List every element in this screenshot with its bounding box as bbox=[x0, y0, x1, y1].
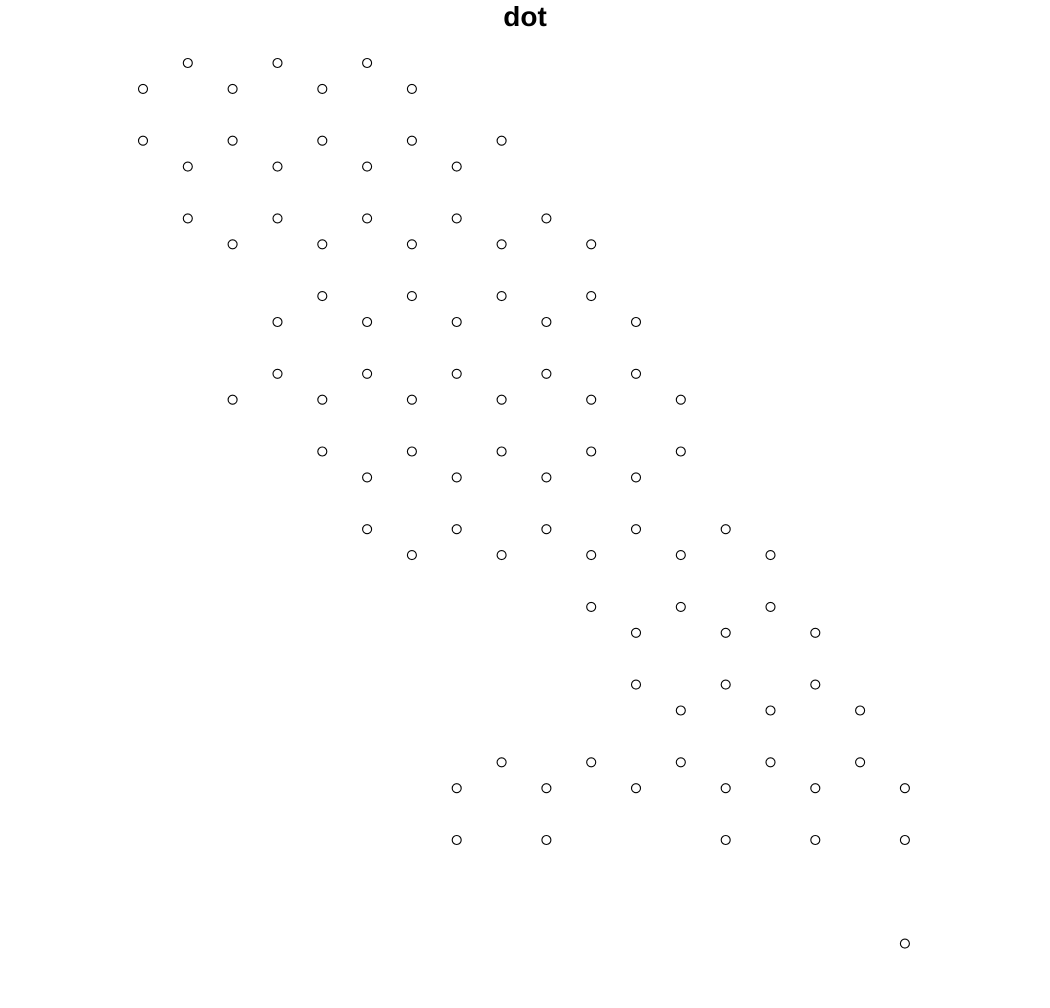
data-point bbox=[675, 394, 686, 405]
data-point bbox=[630, 783, 642, 794]
data-point bbox=[406, 239, 417, 250]
data-point bbox=[227, 239, 238, 250]
data-point bbox=[630, 679, 642, 690]
data-point bbox=[362, 316, 373, 328]
data-point bbox=[630, 627, 642, 638]
data-point bbox=[586, 757, 597, 768]
data-point bbox=[137, 135, 149, 146]
data-point bbox=[272, 213, 283, 224]
data-point bbox=[227, 394, 238, 405]
data-point bbox=[630, 316, 642, 328]
data-point bbox=[675, 705, 686, 716]
data-point bbox=[720, 627, 731, 638]
data-point bbox=[362, 161, 373, 172]
data-point bbox=[630, 368, 642, 379]
data-point bbox=[586, 291, 597, 302]
data-point bbox=[406, 135, 417, 146]
data-point bbox=[182, 57, 193, 69]
data-point bbox=[496, 757, 507, 768]
data-point bbox=[227, 83, 238, 94]
data-point bbox=[451, 161, 462, 172]
data-point bbox=[182, 161, 193, 172]
data-point bbox=[541, 472, 552, 483]
data-point bbox=[541, 316, 552, 328]
data-point bbox=[362, 472, 373, 483]
data-point bbox=[406, 291, 417, 302]
data-point bbox=[137, 83, 149, 94]
data-point bbox=[765, 601, 776, 612]
data-point bbox=[317, 291, 328, 302]
data-point bbox=[496, 550, 507, 561]
data-point bbox=[451, 213, 462, 224]
data-point bbox=[541, 524, 552, 535]
data-point bbox=[272, 161, 283, 172]
data-point bbox=[317, 135, 328, 146]
data-point bbox=[855, 705, 866, 716]
data-point bbox=[899, 938, 910, 949]
data-point bbox=[720, 783, 731, 794]
data-point bbox=[406, 446, 417, 457]
data-point bbox=[675, 550, 686, 561]
data-point bbox=[765, 757, 776, 768]
data-point bbox=[362, 368, 373, 379]
data-point bbox=[406, 83, 417, 94]
data-point bbox=[272, 316, 283, 328]
data-point bbox=[451, 472, 462, 483]
data-point bbox=[182, 213, 193, 224]
data-point bbox=[362, 524, 373, 535]
data-point bbox=[406, 550, 417, 561]
data-point bbox=[586, 239, 597, 250]
data-point bbox=[720, 524, 731, 535]
data-point bbox=[810, 783, 821, 794]
data-point bbox=[496, 135, 507, 146]
data-point bbox=[317, 83, 328, 94]
data-point bbox=[496, 446, 507, 457]
data-point bbox=[496, 239, 507, 250]
data-point bbox=[720, 834, 731, 846]
data-point bbox=[765, 705, 776, 716]
data-point bbox=[586, 394, 597, 405]
data-point bbox=[899, 834, 910, 846]
data-point bbox=[855, 757, 866, 768]
data-point bbox=[630, 524, 642, 535]
data-point bbox=[496, 394, 507, 405]
data-point bbox=[317, 446, 328, 457]
data-point bbox=[317, 239, 328, 250]
data-point bbox=[451, 524, 462, 535]
data-point bbox=[675, 601, 686, 612]
data-point bbox=[630, 472, 642, 483]
data-point bbox=[675, 757, 686, 768]
data-point bbox=[541, 213, 552, 224]
data-point bbox=[451, 316, 462, 328]
data-point bbox=[541, 783, 552, 794]
data-point bbox=[675, 446, 686, 457]
data-point bbox=[586, 601, 597, 612]
data-point bbox=[899, 783, 910, 794]
data-point bbox=[317, 394, 328, 405]
data-point bbox=[810, 679, 821, 690]
data-point bbox=[406, 394, 417, 405]
data-point bbox=[362, 57, 373, 69]
data-point bbox=[496, 291, 507, 302]
data-point bbox=[720, 679, 731, 690]
data-point bbox=[541, 834, 552, 846]
data-point bbox=[272, 57, 283, 69]
data-point bbox=[362, 213, 373, 224]
data-point bbox=[272, 368, 283, 379]
data-point bbox=[765, 550, 776, 561]
data-point bbox=[586, 550, 597, 561]
data-point bbox=[541, 368, 552, 379]
chart-title: dot bbox=[503, 1, 547, 32]
data-point bbox=[810, 627, 821, 638]
data-point bbox=[227, 135, 238, 146]
data-point bbox=[451, 783, 462, 794]
data-point bbox=[810, 834, 821, 846]
data-point bbox=[451, 834, 462, 846]
data-point bbox=[451, 368, 462, 379]
data-point bbox=[586, 446, 597, 457]
